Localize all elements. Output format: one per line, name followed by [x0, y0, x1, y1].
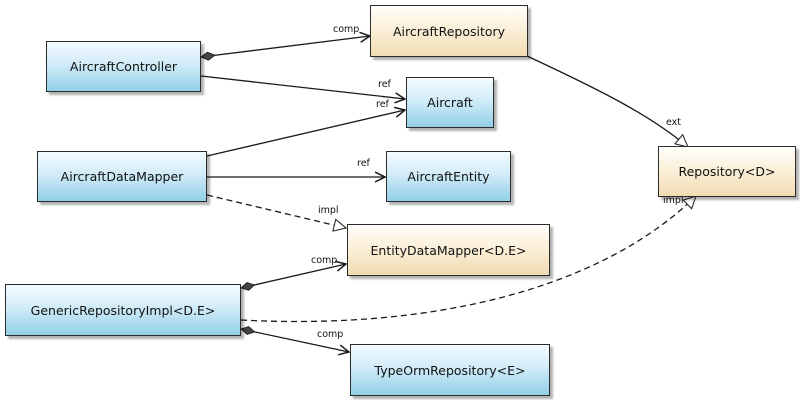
- aircraft-controller-node[interactable]: AircraftController: [46, 41, 201, 92]
- edge-generic-repository-impl: [240, 196, 696, 323]
- generic-repository-impl-node[interactable]: GenericRepositoryImpl<D.E>: [5, 284, 241, 336]
- edge-label-ref: ref: [357, 158, 371, 169]
- edge-label-impl: impl: [663, 195, 684, 206]
- edge-mapper-aircraft: [206, 110, 405, 157]
- aircraft-entity-node[interactable]: AircraftEntity: [386, 151, 511, 202]
- edge-repository-ext: [526, 55, 688, 147]
- repository-interface-node[interactable]: Repository<D>: [658, 146, 796, 197]
- edge-label-comp: comp: [317, 329, 343, 340]
- aircraft-repository-node[interactable]: AircraftRepository: [370, 5, 528, 57]
- entity-data-mapper-node[interactable]: EntityDataMapper<D.E>: [347, 224, 550, 276]
- edge-generic-entitydatamapper: [241, 264, 346, 288]
- aircraft-data-mapper-node[interactable]: AircraftDataMapper: [37, 151, 207, 202]
- edge-mapper-entitydatamapper: [206, 194, 346, 228]
- edge-label-comp: comp: [333, 24, 359, 35]
- edge-label-ext: ext: [666, 117, 681, 128]
- edge-label-ref: ref: [378, 79, 392, 90]
- aircraft-node[interactable]: Aircraft: [406, 77, 494, 128]
- edge-controller-aircraft: [200, 75, 405, 99]
- edge-label-impl: impl: [318, 205, 339, 216]
- edge-generic-typeorm: [241, 329, 349, 352]
- edge-controller-repository: [201, 36, 370, 57]
- edge-label-ref: ref: [376, 99, 390, 110]
- typeorm-repository-node[interactable]: TypeOrmRepository<E>: [350, 344, 550, 396]
- edge-label-comp: comp: [311, 255, 337, 266]
